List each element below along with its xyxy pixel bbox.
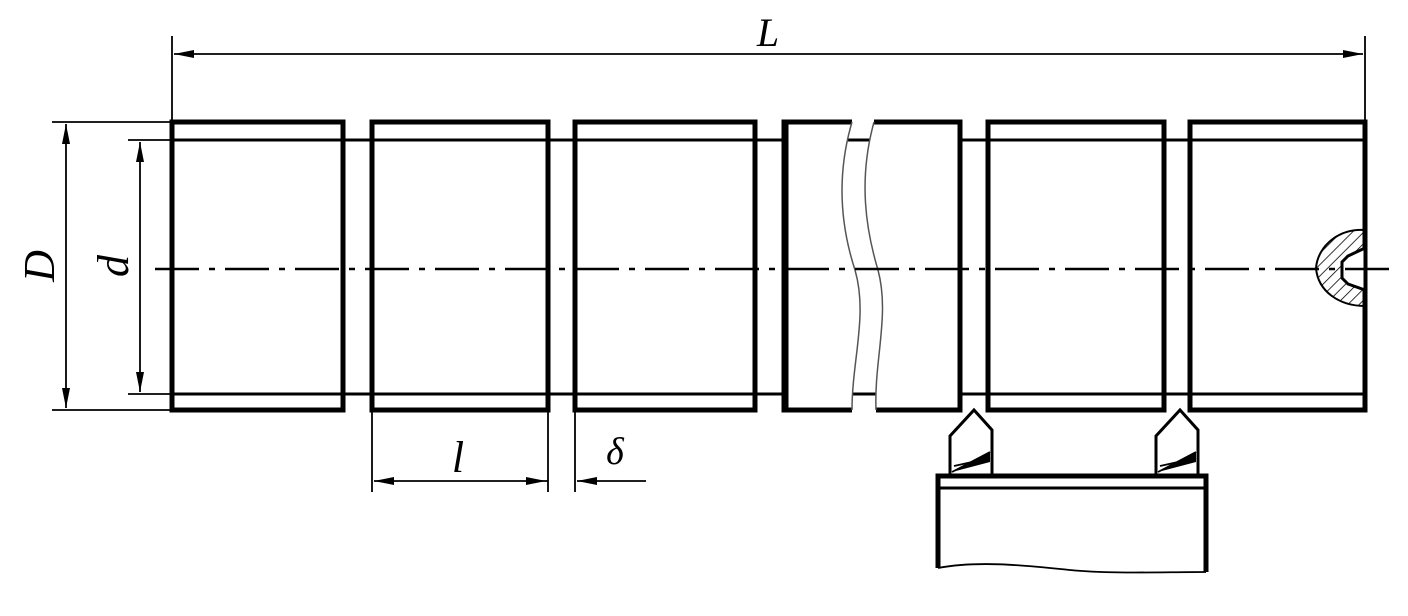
segment-3 <box>572 119 758 413</box>
label-D: D <box>15 250 64 283</box>
cutting-tool-fixture <box>935 407 1209 574</box>
segments <box>169 119 1368 413</box>
shaft-core <box>172 138 1365 396</box>
tool-bit-left <box>948 407 994 478</box>
dimension-D: D <box>15 121 172 411</box>
segment-2 <box>369 119 551 413</box>
tool-bit-right <box>1154 407 1200 478</box>
segment-4-right <box>874 119 963 413</box>
segment-1 <box>169 119 346 413</box>
label-l: l <box>452 433 464 482</box>
dimension-delta: δ <box>546 410 646 492</box>
label-L: L <box>756 10 779 55</box>
dimension-l: l <box>371 410 549 492</box>
dimension-d: d <box>89 139 172 395</box>
dimension-L: L <box>171 10 1366 122</box>
tool-holder-break-edge <box>937 563 1207 574</box>
label-delta: δ <box>606 431 625 473</box>
label-d: d <box>89 254 138 277</box>
segment-5 <box>985 119 1167 413</box>
tool-holder <box>935 473 1209 572</box>
